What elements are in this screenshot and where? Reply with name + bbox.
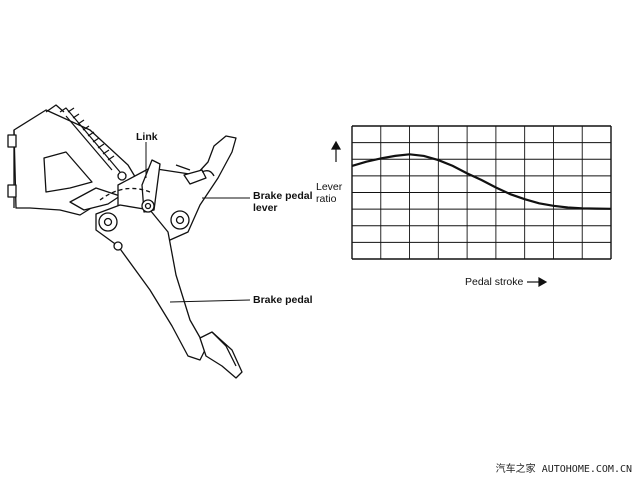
brake-pedal-lever-label-line2: lever xyxy=(253,202,278,214)
leader-lines xyxy=(145,142,251,303)
x-axis-arrow xyxy=(527,276,548,288)
lever-ratio-label-line1: Lever xyxy=(316,181,343,193)
pedal-stroke-label: Pedal stroke xyxy=(465,276,524,288)
link-label: Link xyxy=(136,131,158,143)
brake-pedal-lever-label: Brake pedal lever xyxy=(253,190,313,214)
return-spring xyxy=(59,107,121,173)
brake-pedal-lever-label-line1: Brake pedal xyxy=(253,190,313,202)
bracket-window xyxy=(43,151,93,193)
bracket-tab-bottom xyxy=(7,184,17,198)
brake-pedal-label: Brake pedal xyxy=(253,294,313,306)
pedal-pad xyxy=(199,331,243,379)
y-axis-arrow xyxy=(330,140,342,162)
bracket-tab-top xyxy=(7,134,17,148)
lever-ratio-curve xyxy=(351,153,612,210)
chart-grid xyxy=(351,125,612,260)
sensor-connector xyxy=(175,164,207,185)
pedal-mechanism xyxy=(7,104,243,379)
watermark: 汽车之家 AUTOHOME.COM.CN xyxy=(495,464,632,475)
leader-brake-pedal xyxy=(169,299,251,303)
lever-ratio-chart xyxy=(330,125,612,288)
lever-ratio-label-line2: ratio xyxy=(316,193,337,205)
pivot-lever xyxy=(170,210,190,230)
stop-lever xyxy=(69,187,121,211)
pivot-link xyxy=(141,199,155,213)
pivot-main xyxy=(98,212,118,232)
lever-ratio-label: Lever ratio xyxy=(316,181,342,205)
pivot-small xyxy=(113,241,123,251)
brake-pedal-arm xyxy=(95,204,207,361)
